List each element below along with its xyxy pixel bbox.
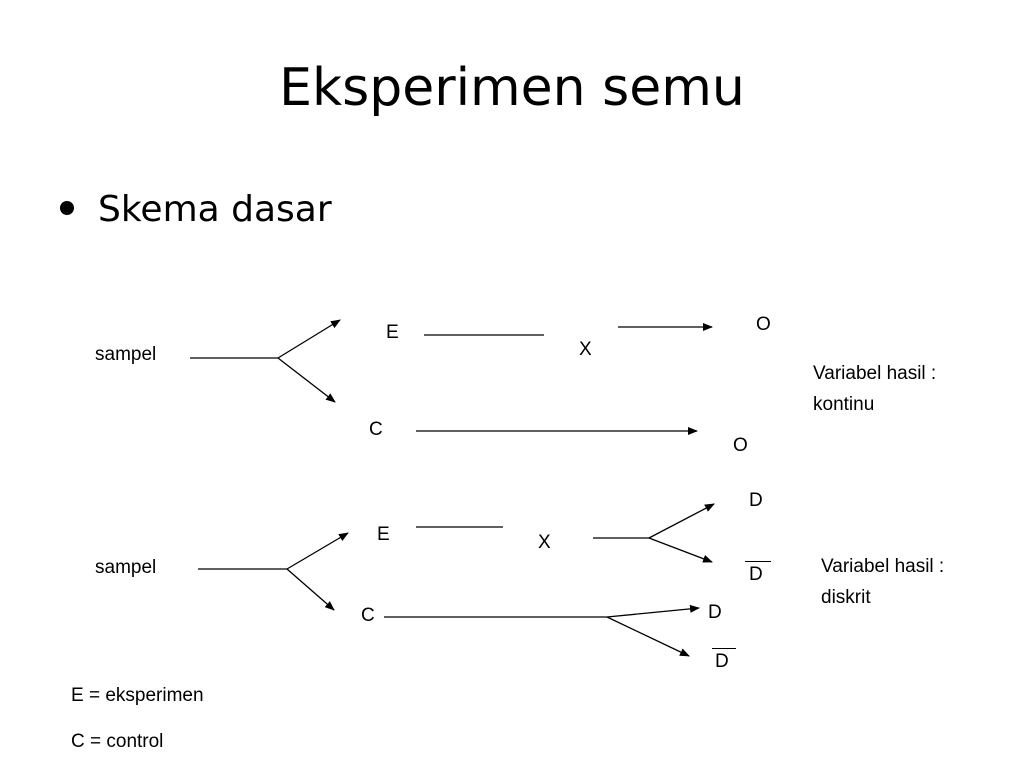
bottom-branch-exp-arrow [286, 532, 349, 570]
bottom-result-note-line1: Variabel hasil : [821, 556, 945, 577]
top-outcome-control-label: O [733, 435, 748, 456]
top-branch-control-arrow [277, 357, 336, 403]
bottom-exp-d-arrow [648, 503, 715, 539]
bullet-item: Skema dasar [60, 192, 332, 228]
bottom-control-d-arrow [606, 604, 700, 618]
top-exp-label: E [386, 322, 399, 343]
top-control-label: C [369, 419, 383, 440]
bullet-dot-icon [60, 201, 74, 215]
bottom-control-dbar-arrow [606, 616, 690, 657]
bottom-control-label: C [361, 605, 375, 626]
bullet-text: Skema dasar [98, 189, 332, 230]
bottom-exp-dbar-label: D [745, 561, 771, 587]
top-outcome-exp-label: O [756, 314, 771, 335]
bottom-exp-label: E [377, 524, 390, 545]
bottom-treatment-label: X [538, 532, 551, 553]
bottom-sample-label: sampel [95, 557, 157, 578]
bottom-branch-control-arrow [286, 568, 335, 611]
bottom-result-note-line2: diskrit [821, 587, 871, 608]
top-result-note-line1: Variabel hasil : [813, 363, 937, 384]
top-result-note-line2: kontinu [813, 394, 875, 415]
bottom-exp-dbar-arrow [648, 537, 713, 563]
top-sample-label: sampel [95, 344, 157, 365]
slide-title: Eksperimen semu [279, 58, 745, 118]
legend-e-definition: E = eksperimen [71, 685, 204, 706]
bottom-control-dbar-label: D [712, 648, 736, 674]
legend-c-definition: C = control [71, 731, 164, 752]
bottom-exp-d-label: D [749, 490, 763, 511]
bottom-control-d-label: D [708, 602, 722, 623]
top-branch-exp-arrow [277, 319, 341, 359]
top-treatment-label: X [579, 339, 592, 360]
